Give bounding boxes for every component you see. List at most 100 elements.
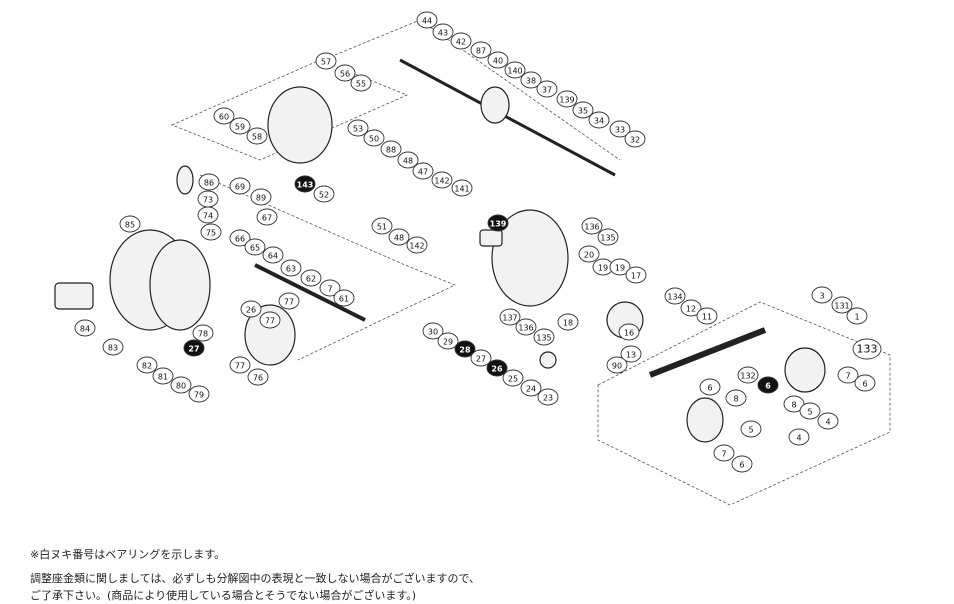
part-number-bubble [278,292,300,310]
part-number-bubble [852,338,882,360]
part-number-label: 60 [219,113,229,122]
part-number-label: 4 [796,434,801,443]
part-number-label: 90 [612,362,622,371]
part-number-bubble [431,171,453,189]
part-number-bubble [783,395,805,413]
part-number-label: 59 [235,123,245,132]
part-number-bubble [831,296,853,314]
part-number-bubble [450,32,472,50]
part-number-bubble [618,323,640,341]
part-number-bubble [256,208,278,226]
part-number-bubble [102,338,124,356]
part-number-label: 134 [667,293,682,302]
part-number-label: 75 [206,229,216,238]
part-number-bubble [713,444,735,462]
part-number-label: 51 [377,223,387,232]
part-number-bubble [213,107,235,125]
part-number-label: 63 [286,265,296,274]
part-number-label: 27 [476,355,486,364]
part-number-bubble [300,269,322,287]
part-number-bubble [319,279,341,297]
part-number-label: 80 [176,382,186,391]
part-number-bubble [170,376,192,394]
part-number-bubble [240,300,262,318]
part-number-label: 7 [327,285,332,294]
bearing-note: ※白ヌキ番号はベアリングを示します。 [30,548,226,561]
part-number-bubble [422,322,444,340]
part-number-label: 32 [630,136,640,145]
part-number-bubble [499,308,521,326]
part-number-label: 38 [526,77,536,86]
part-number-label: 141 [454,185,469,194]
part-number-label: 88 [386,146,396,155]
part-number-bubble [533,328,555,346]
part-number-bubble [247,368,269,386]
part-number-label: 47 [418,168,428,177]
part-number-label: 29 [443,338,453,347]
part-number-label: 5 [807,408,812,417]
part-number-bubble [817,412,839,430]
part-number-label: 89 [256,194,266,203]
main-shaft [399,58,616,177]
part-number-label: 43 [438,29,448,38]
part-number-bubble [363,129,385,147]
handle-knob-left [686,397,724,443]
part-number-bubble [557,313,579,331]
part-number-bubble [680,299,702,317]
part-number-bubble [347,119,369,137]
part-number-label: 27 [188,345,199,354]
part-number-bubble [837,366,859,384]
part-number-bubble [250,188,272,206]
spool-shaft [254,263,366,322]
part-number-label: 73 [203,196,213,205]
part-number-bubble [406,236,428,254]
part-number-bubble [313,185,335,203]
part-number-label: 40 [493,57,503,66]
part-number-bubble [262,246,284,264]
part-number-label: 1 [854,313,859,322]
part-number-label: 137 [502,314,517,323]
part-number-bubble [537,388,559,406]
part-number-bubble [229,229,251,247]
part-number-label: 7 [721,450,726,459]
part-number-label: 61 [339,295,349,304]
part-number-label: 48 [403,157,413,166]
part-number-label: 6 [765,382,771,391]
part-number-bubble [799,402,821,420]
part-number-bubble [74,319,96,337]
part-number-bubble [451,179,473,197]
bearing-139 [479,229,503,247]
part-number-bubble [854,374,876,392]
part-number-label: 140 [507,67,522,76]
part-number-bubble [152,367,174,385]
part-number-bubble [197,206,219,224]
part-number-label: 84 [80,325,90,334]
part-number-label: 82 [142,362,152,371]
part-number-bubble [624,130,646,148]
part-number-label: 57 [321,58,331,67]
part-number-bubble [597,228,619,246]
part-number-label: 81 [158,373,168,382]
part-number-bubble [578,245,600,263]
part-number-label: 17 [631,272,641,281]
part-number-bubble [333,289,355,307]
part-number-bubble [502,369,524,387]
part-number-bubble [487,51,509,69]
part-number-label: 18 [563,319,573,328]
part-number-bubble [609,258,631,276]
handle-knob-right [784,347,826,393]
part-number-label: 78 [198,330,208,339]
part-number-label: 79 [194,391,204,400]
handle-arm [648,327,767,378]
part-number-bubble [229,177,251,195]
part-number-label: 131 [834,302,849,311]
part-number-bubble [811,286,833,304]
part-number-label: 83 [108,344,118,353]
part-number-label: 77 [284,298,294,307]
part-number-label: 26 [491,365,503,374]
part-number-bubble [572,101,594,119]
part-number-label: 132 [740,372,755,381]
part-number-bubble [371,217,393,235]
part-number-label: 66 [235,235,245,244]
part-number-label: 48 [394,234,404,243]
